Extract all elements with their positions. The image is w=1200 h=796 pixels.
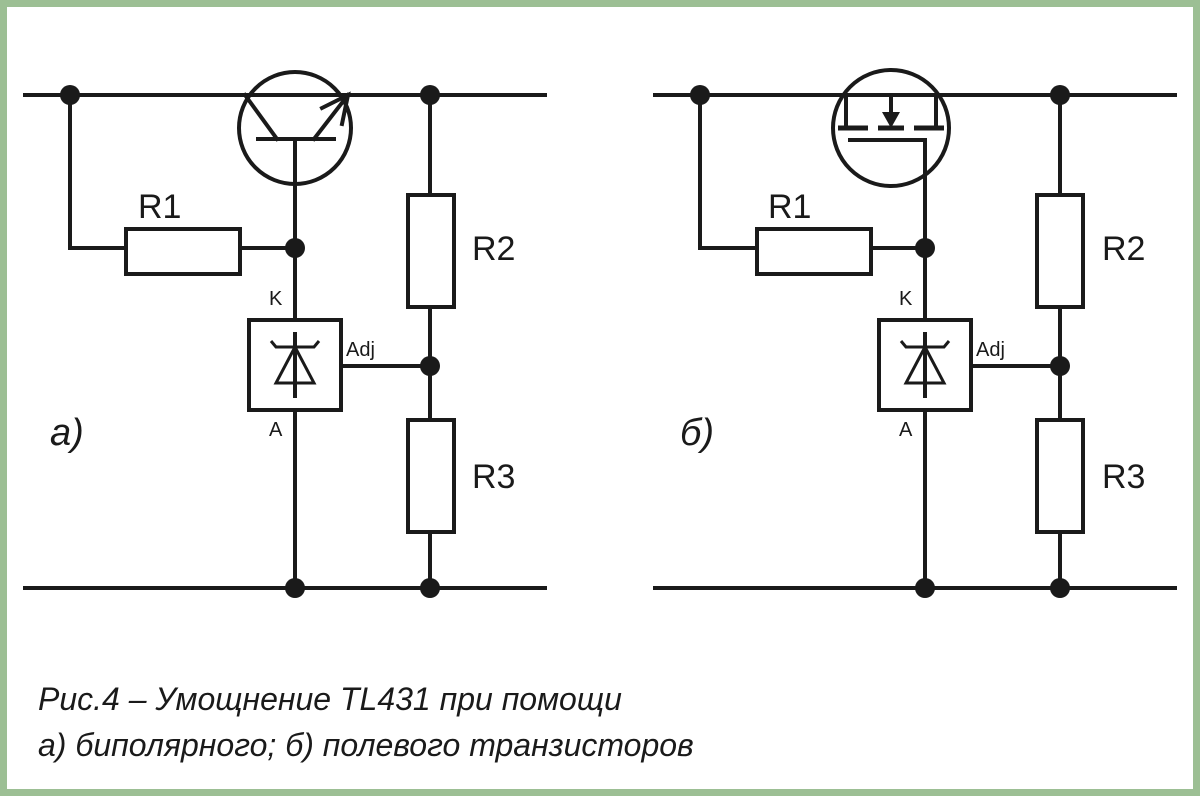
resistor-r1-a (124, 227, 242, 276)
label-pin-adj: Adj (976, 339, 1005, 361)
zener-triangle-icon (273, 343, 317, 385)
figure-caption: Рис.4 – Умощнение TL431 при помощи а) би… (38, 676, 694, 768)
resistor-r3-b (1035, 418, 1085, 534)
junction-dot (60, 85, 80, 105)
mosfet-arrow-icon (882, 112, 900, 128)
label-r3: R3 (472, 458, 515, 496)
label-r2: R2 (472, 230, 515, 268)
panel-label-b: б) (680, 412, 714, 454)
caption-line-2: а) биполярного; б) полевого транзисторов (38, 727, 694, 763)
junction-dot (285, 578, 305, 598)
label-r3: R3 (1102, 458, 1145, 496)
resistor-r2-a (406, 193, 456, 309)
junction-dot (1050, 578, 1070, 598)
resistor-r1-b (755, 227, 873, 276)
resistor-r2-b (1035, 193, 1085, 309)
zener-bar-icon (269, 340, 321, 349)
junction-dot (285, 238, 305, 258)
label-pin-k: K (899, 288, 913, 310)
label-pin-adj: Adj (346, 339, 375, 361)
transistor-collector (242, 92, 280, 142)
label-r1: R1 (768, 188, 811, 226)
label-pin-k: K (269, 288, 283, 310)
circuit-mosfet: R1 R2 R3 K A Adj б) (653, 68, 1177, 598)
zener-triangle-icon (903, 343, 947, 385)
junction-dot (1050, 85, 1070, 105)
resistor-r3-a (406, 418, 456, 534)
emitter-arrow-icon (319, 91, 351, 127)
mosfet-symbol (831, 68, 951, 188)
junction-dot (1050, 356, 1070, 376)
circuit-bipolar: R1 R2 R3 K A Adj а) (23, 70, 547, 598)
junction-dot (915, 238, 935, 258)
transistor-emitter (311, 92, 351, 142)
zener-bar-icon (899, 340, 951, 349)
panel-label-a: а) (50, 412, 84, 454)
label-pin-a: A (899, 419, 913, 441)
junction-dot (915, 578, 935, 598)
r1-left-wire-a (68, 93, 128, 250)
label-r2: R2 (1102, 230, 1145, 268)
junction-dot (420, 356, 440, 376)
junction-dot (420, 85, 440, 105)
junction-dot (420, 578, 440, 598)
junction-dot (690, 85, 710, 105)
r1-left-wire-b (698, 93, 759, 250)
label-r1: R1 (138, 188, 181, 226)
label-pin-a: A (269, 419, 283, 441)
caption-line-1: Рис.4 – Умощнение TL431 при помощи (38, 681, 622, 717)
